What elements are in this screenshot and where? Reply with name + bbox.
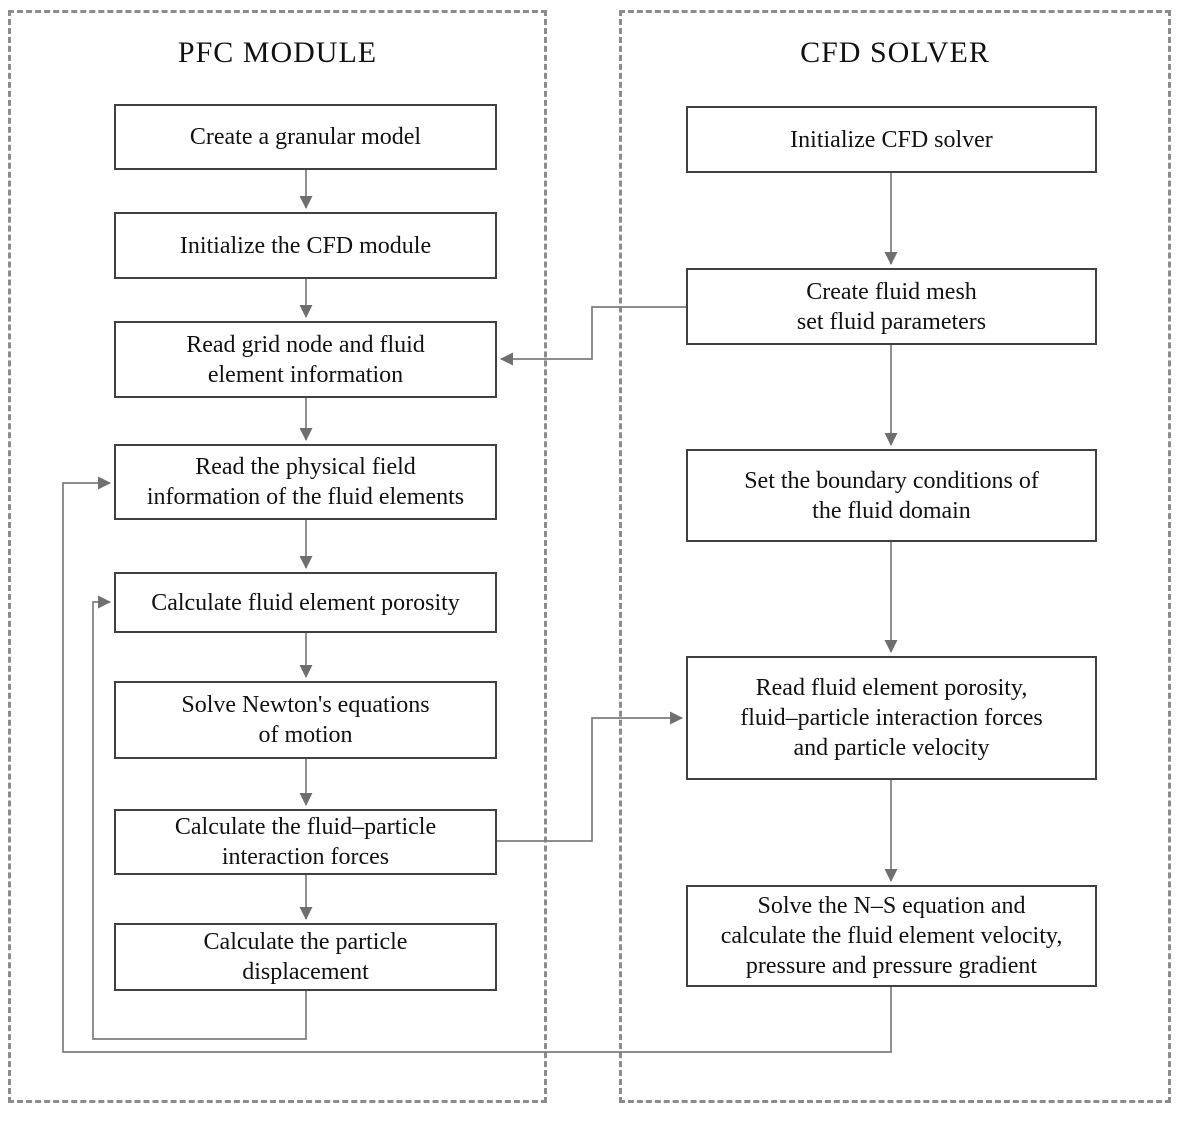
box-label-line: Create fluid mesh bbox=[806, 278, 977, 305]
box-label-line: Calculate fluid element porosity bbox=[151, 589, 460, 616]
flow-box-solve-ns-equation: Solve the N–S equation and calculate the… bbox=[686, 885, 1097, 987]
flow-box-calculate-particle-displacement: Calculate the particle displacement bbox=[114, 923, 497, 991]
flow-box-initialize-cfd-solver: Initialize CFD solver bbox=[686, 106, 1097, 173]
flow-box-read-physical-field: Read the physical field information of t… bbox=[114, 444, 497, 520]
flow-box-calculate-porosity: Calculate fluid element porosity bbox=[114, 572, 497, 633]
pfc-module-title: PFC MODULE bbox=[177, 36, 378, 69]
box-label-line: interaction forces bbox=[221, 844, 390, 870]
box-label-line: displacement bbox=[242, 959, 369, 985]
box-label-line: set fluid parameters bbox=[796, 308, 987, 335]
box-label-line: Solve the N–S equation and bbox=[757, 893, 1026, 919]
flow-box-create-fluid-mesh: Create fluid mesh set fluid parameters bbox=[686, 268, 1097, 345]
box-label-line: Calculate the fluid–particle bbox=[174, 814, 437, 840]
flow-box-read-porosity-forces-velocity: Read fluid element porosity, fluid–parti… bbox=[686, 656, 1097, 780]
box-label-line: and particle velocity bbox=[793, 735, 990, 761]
box-label-line: fluid–particle interaction forces bbox=[740, 705, 1043, 731]
box-label-line: Create a granular model bbox=[189, 124, 422, 150]
box-label-line: Initialize CFD solver bbox=[790, 126, 993, 153]
flow-box-calculate-interaction-forces: Calculate the fluid–particle interaction… bbox=[114, 809, 497, 875]
box-label-line: of motion bbox=[258, 722, 353, 748]
box-label-line: element information bbox=[207, 361, 404, 388]
box-label-line: Solve Newton's equations bbox=[181, 692, 430, 718]
box-label-line: Set the boundary conditions of bbox=[744, 467, 1039, 494]
flow-box-read-grid-node: Read grid node and fluid element informa… bbox=[114, 321, 497, 398]
flow-box-initialize-cfd-module: Initialize the CFD module bbox=[114, 212, 497, 279]
flow-box-set-boundary-conditions: Set the boundary conditions of the fluid… bbox=[686, 449, 1097, 542]
box-label-line: Read grid node and fluid bbox=[186, 331, 425, 358]
box-label-line: information of the fluid elements bbox=[146, 484, 465, 510]
box-label-line: calculate the fluid element velocity, bbox=[720, 923, 1063, 949]
cfd-solver-title: CFD SOLVER bbox=[800, 36, 990, 69]
flow-box-solve-newton-equations: Solve Newton's equations of motion bbox=[114, 681, 497, 759]
box-label-line: pressure and pressure gradient bbox=[745, 953, 1038, 979]
box-label-line: Initialize the CFD module bbox=[179, 232, 432, 259]
box-label-line: Calculate the particle bbox=[203, 929, 408, 955]
flow-box-create-granular-model: Create a granular model bbox=[114, 104, 497, 170]
box-label-line: Read the physical field bbox=[195, 454, 416, 480]
box-label-line: Read fluid element porosity, bbox=[755, 675, 1028, 701]
box-label-line: the fluid domain bbox=[812, 497, 971, 524]
